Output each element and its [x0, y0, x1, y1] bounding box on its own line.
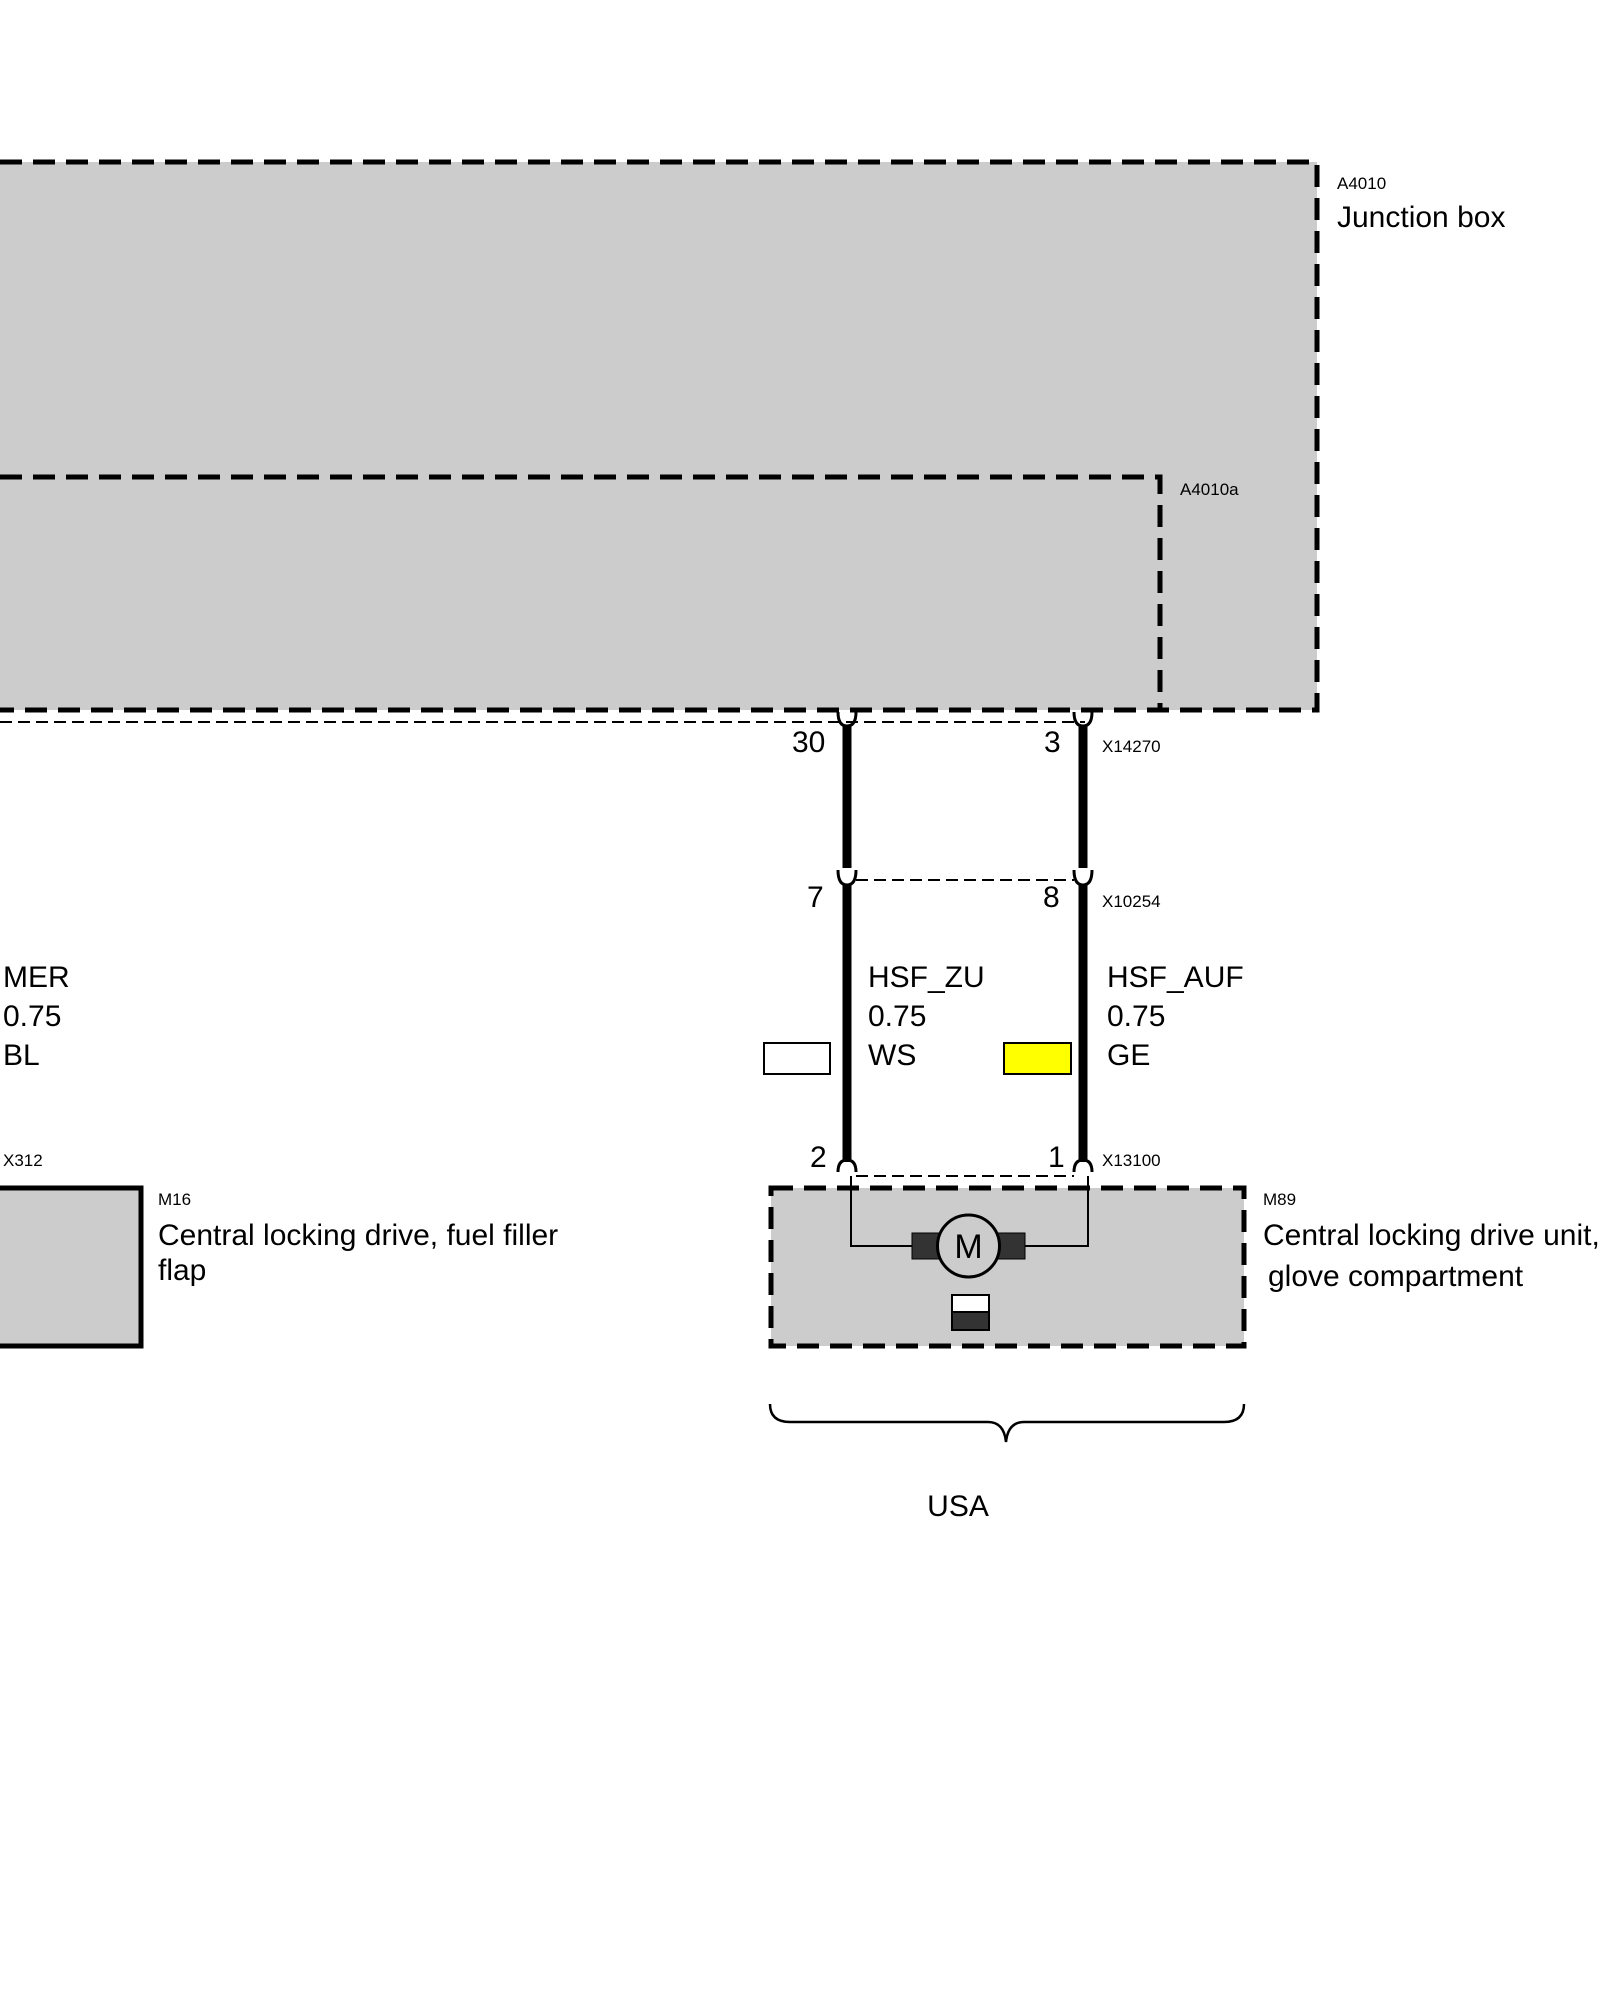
wire-hsf-zu-color: WS: [868, 1039, 916, 1072]
glove-drive-name-line2: glove compartment: [1268, 1260, 1524, 1293]
glove-drive: M M89 Central locking drive unit, glove …: [768, 1176, 1600, 1349]
motor-symbol: M: [954, 1228, 982, 1266]
fuel-flap-drive: M16 Central locking drive, fuel filler f…: [0, 1185, 558, 1349]
connector-x14270-label: X14270: [1102, 737, 1161, 756]
wire-hsf-zu: HSF_ZU 0.75 WS: [763, 961, 985, 1075]
fuel-flap-drive-name-line2: flap: [158, 1254, 206, 1287]
junction-box-sub-id: A4010a: [1180, 480, 1239, 499]
variant-label: USA: [927, 1490, 989, 1523]
fuel-flap-drive-id: M16: [158, 1190, 191, 1209]
wire-hsf-zu-gauge: 0.75: [868, 1000, 926, 1033]
glove-drive-id: M89: [1263, 1190, 1296, 1209]
pin-2-label: 2: [810, 1141, 827, 1174]
wire-hsf-auf: HSF_AUF 0.75 GE: [1003, 961, 1244, 1075]
junction-box: A4010 Junction box: [0, 159, 1505, 713]
pin-8-label: 8: [1043, 881, 1060, 914]
wire-mer-signal: MER: [3, 961, 70, 994]
wire-hsf-zu-signal: HSF_ZU: [868, 961, 985, 994]
wire-hsf-zu-swatch: [763, 1042, 831, 1075]
glove-drive-name-line1: Central locking drive unit,: [1263, 1219, 1600, 1252]
motor-icon: M: [911, 1213, 1026, 1279]
fuel-flap-drive-name-line1: Central locking drive, fuel filler: [158, 1219, 558, 1252]
wire-hsf-auf-color: GE: [1107, 1039, 1150, 1072]
wire-hsf-auf-signal: HSF_AUF: [1107, 961, 1244, 994]
pin-30-label: 30: [792, 726, 825, 759]
glove-compartment-icon: [951, 1294, 990, 1331]
wire-segment-lower: [836, 885, 1094, 1173]
pin-1-label: 1: [1048, 1141, 1065, 1174]
connector-x312-label: X312: [3, 1151, 43, 1170]
wire-hsf-auf-gauge: 0.75: [1107, 1000, 1165, 1033]
junction-box-id: A4010: [1337, 174, 1386, 193]
connector-x10254-label: X10254: [1102, 892, 1161, 911]
pin-7-label: 7: [807, 881, 824, 914]
wire-mer-gauge: 0.75: [3, 1000, 61, 1033]
wire-mer-color: BL: [3, 1039, 40, 1072]
junction-box-sub: A4010a: [0, 474, 1239, 710]
wire-mer: MER 0.75 BL: [3, 961, 70, 1072]
wire-hsf-auf-swatch: [1003, 1042, 1072, 1075]
pin-3-label: 3: [1044, 726, 1061, 759]
brace-icon: [768, 1403, 1246, 1443]
connector-x13100-label: X13100: [1102, 1151, 1161, 1170]
junction-box-name: Junction box: [1337, 201, 1505, 234]
